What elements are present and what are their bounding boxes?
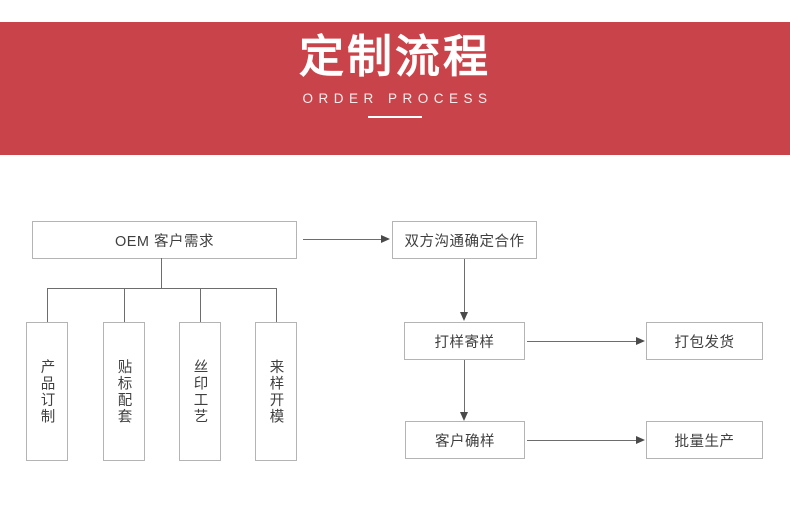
connector-oem-to-communication [303,239,381,240]
arrowhead-communication-to-sampling [459,312,468,321]
connector-drop-1 [47,288,48,322]
arrowhead-sampling-to-packing [636,336,645,345]
connector-communication-to-sampling [464,259,465,312]
page-banner: 定制流程 ORDER PROCESS [0,22,790,155]
title-divider [368,116,422,118]
page-subtitle: ORDER PROCESS [302,91,493,106]
connector-confirm-to-production [527,440,636,441]
process-flowchart: OEM 客户需求 双方沟通确定合作 产品订制 贴标配套 丝印工艺 来样开模 打样… [0,155,790,506]
node-sub-silk-screen-process[interactable]: 丝印工艺 [179,322,221,461]
node-sub-product-customization[interactable]: 产品订制 [26,322,68,461]
node-sampling-shipping[interactable]: 打样寄样 [404,322,525,360]
page-title: 定制流程 [298,31,491,82]
arrowhead-oem-to-communication [381,234,390,243]
connector-oem-stem [161,258,162,288]
connector-bracket-horizontal [47,288,276,289]
connector-sampling-to-packing [527,341,636,342]
connector-drop-4 [276,288,277,322]
node-sub-labeling-matching[interactable]: 贴标配套 [103,322,145,461]
connector-drop-3 [200,288,201,322]
node-packing-delivery[interactable]: 打包发货 [646,322,763,360]
arrowhead-confirm-to-production [636,435,645,444]
arrowhead-sampling-to-confirm [459,412,468,421]
node-oem-requirement[interactable]: OEM 客户需求 [32,221,297,259]
connector-drop-2 [124,288,125,322]
node-mass-production[interactable]: 批量生产 [646,421,763,459]
connector-sampling-to-confirm [464,360,465,412]
node-mutual-communication[interactable]: 双方沟通确定合作 [392,221,537,259]
node-sub-sample-mold-opening[interactable]: 来样开模 [255,322,297,461]
node-customer-confirm[interactable]: 客户确样 [405,421,525,459]
